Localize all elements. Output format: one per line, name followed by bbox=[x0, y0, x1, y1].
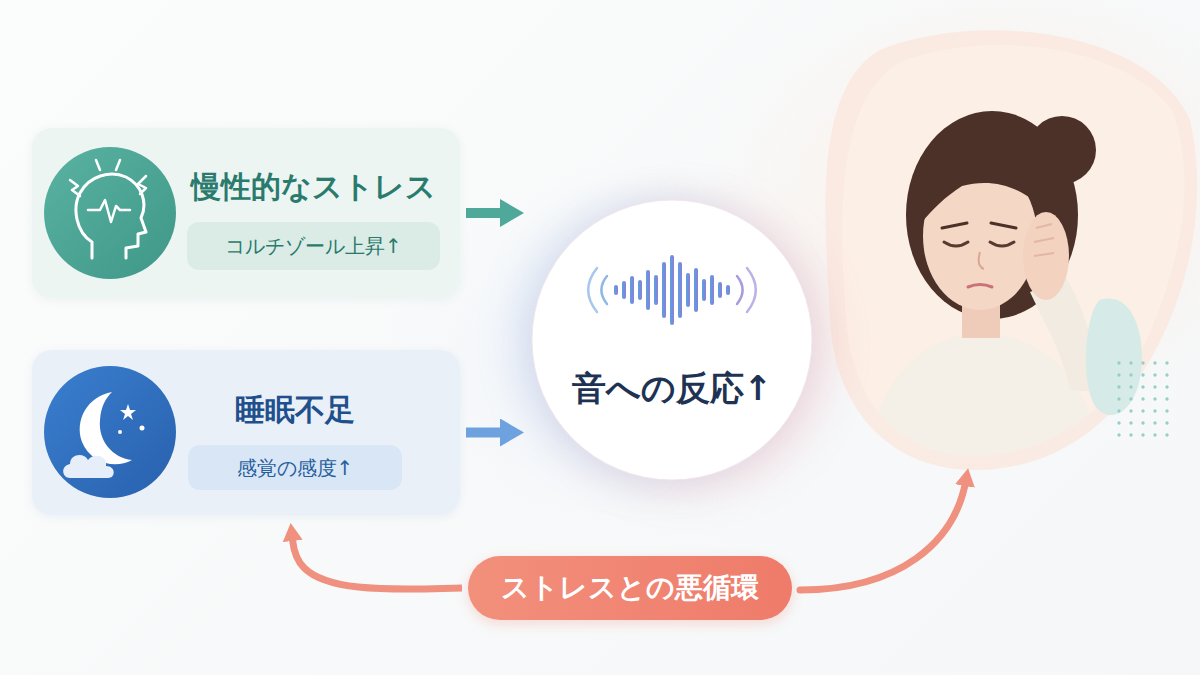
stress-icon bbox=[44, 147, 176, 279]
woman-photo bbox=[830, 30, 1200, 470]
node-label: 感覚の感度↑ bbox=[237, 455, 354, 481]
star bbox=[140, 426, 145, 431]
wave-bar bbox=[630, 276, 634, 304]
eye bbox=[944, 242, 968, 246]
brow bbox=[991, 223, 1016, 228]
panel-title: 慢性的なストレス bbox=[191, 169, 436, 205]
wave-bar bbox=[710, 275, 714, 305]
wave-bar bbox=[718, 282, 722, 298]
cycle-pill: ストレスとの悪循環 bbox=[468, 556, 792, 620]
dot-pattern bbox=[1112, 358, 1172, 438]
eye bbox=[990, 242, 1014, 246]
wave-bar bbox=[646, 270, 650, 310]
wave-bar bbox=[726, 285, 730, 295]
wave-bar bbox=[678, 262, 682, 318]
circle-shape bbox=[532, 200, 812, 480]
sound-arc bbox=[737, 276, 743, 304]
hair-bangs bbox=[922, 142, 1057, 228]
node-label: ストレスとの悪循環 bbox=[501, 571, 759, 605]
stress-panel: 慢性的なストレスコルチゾール上昇↑ bbox=[32, 128, 460, 298]
wave-bar bbox=[670, 255, 674, 325]
wave-bar bbox=[662, 262, 666, 318]
sound-arc bbox=[588, 268, 597, 312]
photo-ground bbox=[830, 30, 1200, 470]
cycle-arrow bbox=[800, 480, 966, 590]
node-label: 音への反応↑ bbox=[532, 368, 812, 408]
pulse-line bbox=[88, 200, 130, 222]
wave-bar bbox=[694, 268, 698, 312]
icon-circle bbox=[44, 147, 176, 279]
node-label: コルチゾール上昇↑ bbox=[225, 233, 402, 259]
brow bbox=[942, 223, 967, 228]
wave-bar bbox=[622, 281, 626, 299]
wave-bar bbox=[654, 275, 658, 305]
flow-arrow bbox=[292, 535, 462, 589]
nose bbox=[979, 252, 984, 269]
waveform-icon bbox=[588, 255, 756, 325]
wave-bar bbox=[614, 285, 618, 295]
sound-arc bbox=[601, 276, 607, 304]
wave-bar bbox=[686, 273, 690, 307]
cortisol-pill: コルチゾール上昇↑ bbox=[187, 222, 440, 270]
wave-bar bbox=[702, 279, 706, 301]
cloud bbox=[63, 455, 114, 478]
panel-title: 睡眠不足 bbox=[235, 392, 355, 428]
circle-outline bbox=[532, 200, 812, 480]
reaction-circle: 音への反応↑ bbox=[532, 200, 812, 480]
flow-arrow bbox=[466, 208, 510, 218]
finger-lines bbox=[1034, 224, 1054, 256]
icon-circle bbox=[44, 366, 176, 498]
mouth bbox=[968, 285, 992, 288]
head-outline bbox=[76, 174, 146, 258]
moon bbox=[80, 392, 132, 464]
hand bbox=[1023, 212, 1069, 300]
flow-arrow bbox=[466, 428, 510, 438]
sleep-icon bbox=[44, 366, 176, 498]
wave-bar bbox=[638, 280, 642, 300]
sound-arc bbox=[747, 268, 756, 312]
star bbox=[120, 404, 136, 420]
star bbox=[118, 430, 122, 434]
sleep-panel: 睡眠不足感覚の感度↑ bbox=[32, 350, 460, 515]
stress-marks bbox=[70, 160, 146, 196]
sensitivity-pill: 感覚の感度↑ bbox=[188, 445, 402, 490]
